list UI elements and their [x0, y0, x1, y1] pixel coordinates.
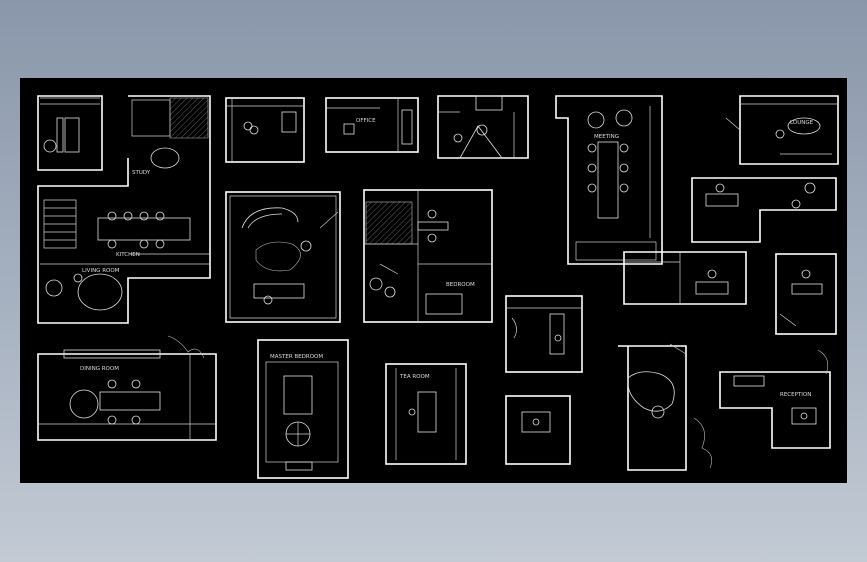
cad-drawing-viewport[interactable]: LIVING ROOM KITCHEN STUDY OFFICE MEETIN — [20, 78, 847, 483]
plan-apartment-l-shape: LIVING ROOM KITCHEN STUDY — [37, 95, 211, 324]
label-reception: RECEPTION — [780, 392, 811, 398]
label-living-room: LIVING ROOM — [82, 268, 120, 274]
label-kitchen: KITCHEN — [116, 252, 140, 258]
plan-tea-room: TEA ROOM — [385, 363, 467, 465]
plan-office-suite-right — [691, 177, 837, 243]
label-meeting: MEETING — [594, 134, 619, 140]
plan-office-l — [623, 251, 747, 305]
plan-dining-room: DINING ROOM — [37, 335, 217, 441]
label-lounge: LOUNGE — [790, 120, 814, 126]
label-office: OFFICE — [356, 118, 376, 124]
plan-small-bedroom-1 — [225, 97, 305, 163]
plan-small-office-right — [775, 253, 837, 335]
label-study: STUDY — [132, 170, 151, 176]
plan-living-room-round-sofa — [225, 191, 341, 323]
plan-small-sofa-room — [505, 295, 583, 373]
plan-corner-lounge: LOUNGE — [725, 95, 839, 165]
plan-irregular-lounge — [618, 343, 713, 471]
plan-reception-bottom-right: RECEPTION — [719, 349, 831, 449]
label-bedroom: BEDROOM — [446, 282, 475, 288]
plan-small-office: OFFICE — [325, 97, 419, 153]
label-dining-room: DINING ROOM — [80, 366, 119, 372]
label-master-bedroom: MASTER BEDROOM — [270, 354, 323, 360]
label-tea-room: TEA ROOM — [399, 374, 430, 380]
plan-master-bedroom: MASTER BEDROOM — [257, 339, 349, 479]
plan-long-meeting-office: MEETING — [555, 95, 663, 265]
plan-small-bath — [505, 395, 571, 465]
plan-reception-room — [437, 95, 529, 159]
floor-plan-sheet: LIVING ROOM KITCHEN STUDY OFFICE MEETIN — [37, 95, 839, 479]
plan-bedroom-hatched: BEDROOM — [363, 189, 493, 323]
